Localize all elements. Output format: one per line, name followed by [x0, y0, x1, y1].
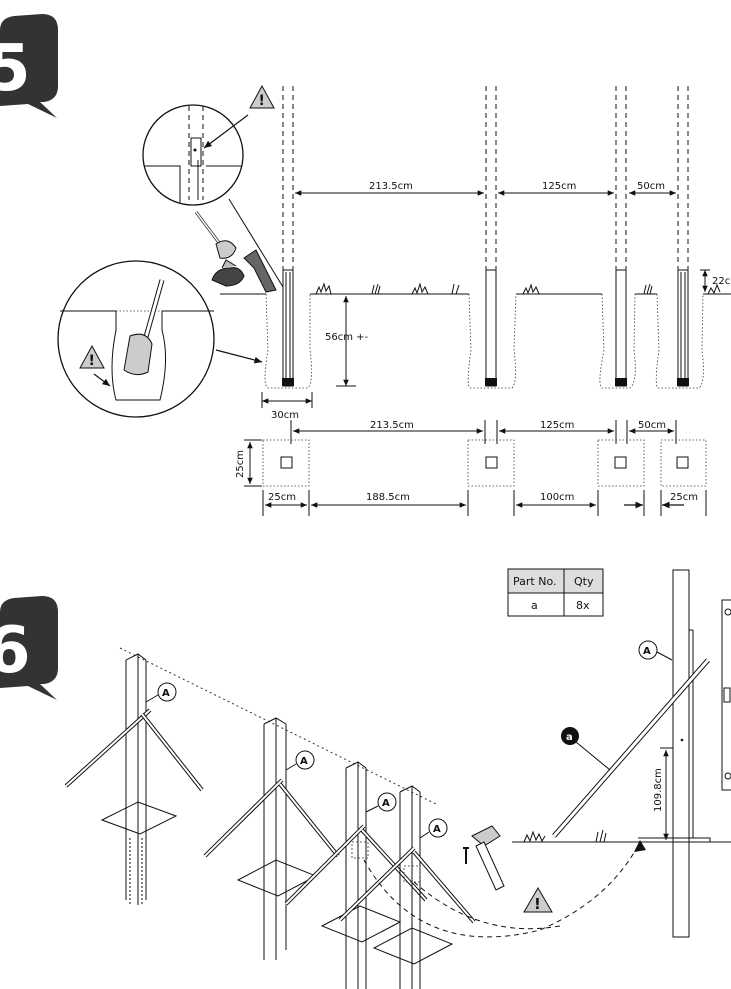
warning-icon: !	[249, 84, 275, 109]
step-6-badge: 6	[0, 596, 58, 700]
warning-icon: !	[523, 887, 553, 913]
brace-side-view: A a 109.8cm	[512, 569, 731, 938]
table-header: Part No.	[513, 575, 556, 588]
dimension-label: 50cm	[637, 181, 665, 192]
dimension-label: 25cm	[235, 450, 246, 478]
post-label: A	[382, 798, 390, 809]
dimension-label: 56cm +-	[325, 332, 369, 343]
hole-plan	[467, 439, 515, 487]
post-perspective-3: A	[284, 761, 428, 989]
post-hole	[264, 293, 312, 389]
detail-hole-digging: !	[57, 260, 215, 418]
dimension-label: 25cm	[268, 492, 296, 503]
grass-icon	[707, 283, 721, 295]
parts-table: Part No. Qty a 8x	[507, 568, 604, 617]
post-dashed-3	[615, 86, 627, 387]
table-cell: a	[531, 599, 538, 612]
post-hole	[655, 293, 704, 389]
dimension-label: 125cm	[542, 181, 576, 192]
table-cell: 8x	[576, 599, 590, 612]
post-dashed-2	[485, 86, 497, 387]
table-header: Qty	[574, 575, 594, 588]
brace-label: a	[566, 732, 573, 743]
post-installation-section: 213.5cm 125cm 50cm 22c 56cm +- 30cm	[220, 86, 731, 421]
post-dashed-4	[677, 86, 689, 387]
dimension-label: 30cm	[271, 410, 299, 421]
post-dashed-1	[282, 86, 294, 387]
post-label: A	[433, 824, 441, 835]
hammer-icon	[471, 825, 505, 891]
dimension-label: 100cm	[540, 492, 574, 503]
dimension-label: 188.5cm	[366, 492, 410, 503]
hole-plan	[597, 439, 645, 487]
warning-icon	[79, 344, 105, 369]
grass-icon	[523, 830, 546, 843]
dimension-label: 22c	[712, 276, 730, 287]
grass-icon	[595, 829, 607, 843]
dimension-label: 125cm	[540, 420, 574, 431]
detail-post-spacer	[142, 104, 284, 288]
spirit-level-icon	[721, 599, 731, 791]
step-5-badge: 5	[0, 14, 58, 118]
svg-text:!: !	[89, 353, 95, 369]
svg-text:!: !	[534, 895, 541, 913]
grass-icon	[643, 283, 653, 295]
grass-icon	[411, 282, 429, 295]
dimension-label: 25cm	[670, 492, 698, 503]
step-5-number: 5	[0, 32, 31, 106]
post-perspective-2: A	[203, 717, 340, 960]
post-label: A	[643, 646, 651, 657]
grass-icon	[371, 283, 381, 295]
soil-icon	[211, 259, 245, 287]
grass-icon	[451, 283, 460, 295]
plan-view: 213.5cm 125cm 50cm 25cm 25cm 188.5cm 100…	[235, 420, 707, 516]
dimension-label: 50cm	[638, 420, 666, 431]
hole-plan	[660, 439, 707, 487]
post-hole	[467, 293, 517, 389]
grass-icon	[315, 282, 332, 295]
dimension-label: 213.5cm	[370, 420, 414, 431]
post-label: A	[162, 688, 170, 699]
hole-plan	[262, 439, 310, 487]
curved-arrow-icon	[243, 249, 277, 293]
post-perspective-1: A	[64, 653, 204, 905]
post-perspective-4: A	[338, 785, 476, 989]
dimension-label: 213.5cm	[369, 181, 413, 192]
nail-icon	[463, 847, 469, 864]
step-6-number: 6	[0, 614, 31, 688]
grass-icon	[522, 283, 540, 295]
post-hole	[599, 293, 636, 389]
shovel-icon	[194, 211, 237, 259]
dimension-label: 109.8cm	[653, 768, 664, 812]
post-label: A	[300, 756, 308, 767]
svg-text:!: !	[259, 93, 265, 109]
